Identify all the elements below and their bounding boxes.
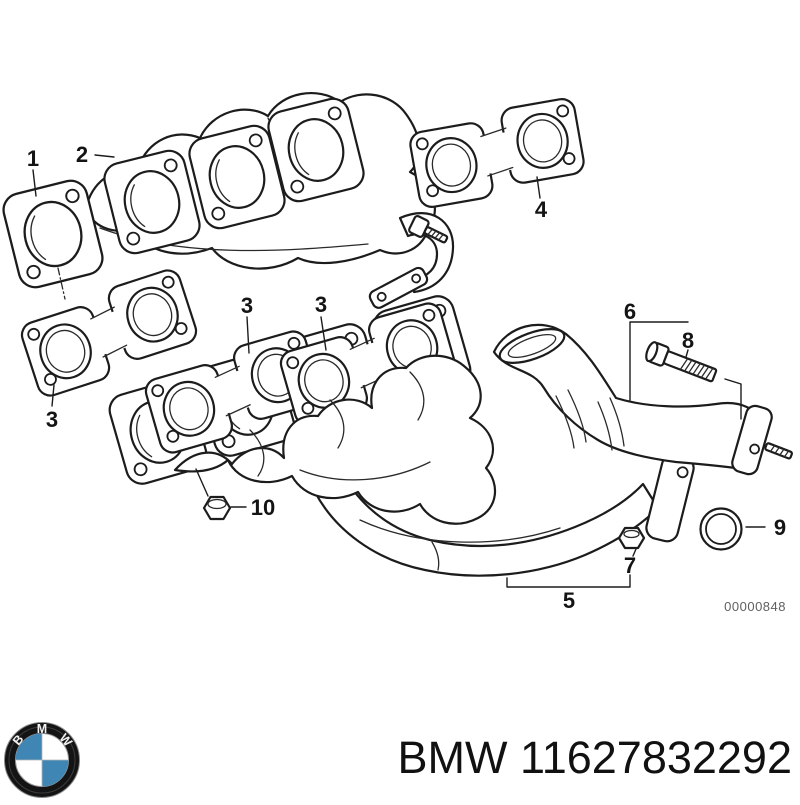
upper-manifold-outlet (368, 212, 455, 309)
nut-part-10 (202, 495, 232, 521)
diagram-watermark: 00000848 (724, 599, 786, 614)
callout-label-6: 6 (624, 299, 636, 324)
brand-name: BMW (397, 732, 508, 783)
manifold-stud (408, 215, 449, 244)
leader-lines (32, 154, 766, 588)
upper-manifold (0, 92, 455, 309)
callout-label-2: 2 (76, 142, 88, 167)
pipe6-stud (764, 442, 793, 460)
callout-label-3: 3 (315, 292, 327, 317)
logo-quadrant-blue-tl (15, 733, 42, 760)
bmw-logo: B M W (2, 720, 82, 800)
callout-label-1: 1 (27, 146, 39, 171)
pipe6-end-flange (731, 404, 773, 476)
gasket-part-4 (405, 95, 589, 211)
callout-layer: 1 2 3 3 3 4 5 6 7 8 9 10 (27, 142, 786, 613)
bolt-part-8 (645, 341, 718, 383)
callout-label-8: 8 (682, 328, 694, 353)
part-number-text: BMW 11627832292 (398, 735, 792, 780)
front-pipe-part-6 (492, 323, 793, 476)
callout-label-4: 4 (535, 197, 548, 222)
logo-letter-m: M (37, 722, 47, 736)
callout-label-3: 3 (46, 407, 58, 432)
seal-ring-part-9 (699, 507, 743, 551)
callout-label-7: 7 (624, 553, 636, 578)
callout-label-3: 3 (241, 293, 253, 318)
part-number: 11627832292 (520, 732, 792, 783)
logo-quadrant-blue-br (42, 760, 69, 787)
callout-label-9: 9 (774, 515, 786, 540)
lower-manifold (104, 291, 695, 577)
callout-label-5: 5 (563, 588, 575, 613)
callout-label-10: 10 (251, 495, 275, 520)
nut-part-7 (617, 526, 646, 550)
